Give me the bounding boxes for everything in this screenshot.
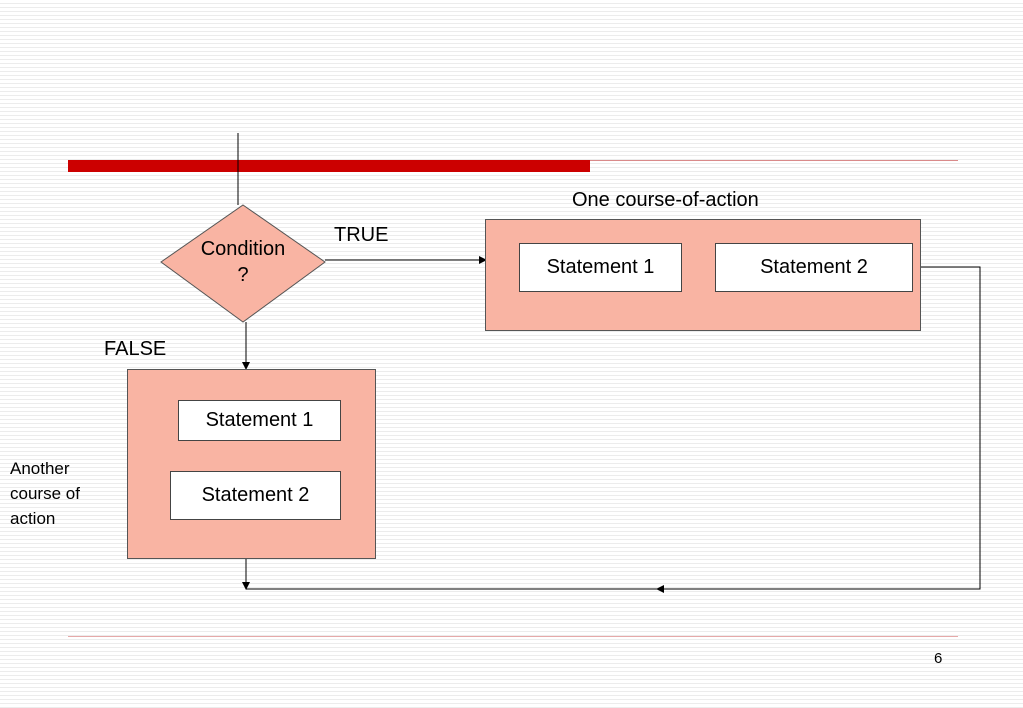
false-label: FALSE [104, 338, 167, 360]
false-statement-1: Statement 1 [178, 400, 341, 441]
false-caption-line2: course of [10, 484, 80, 503]
false-caption-line1: Another [10, 459, 70, 478]
top-divider-line [590, 160, 958, 161]
title-accent-bar [68, 160, 590, 172]
false-branch-caption: Another course of action [10, 456, 80, 531]
false-branch-box [127, 369, 376, 559]
condition-label: Condition ? [163, 236, 323, 288]
true-return-line [900, 266, 981, 590]
condition-label-line1: Condition [200, 238, 286, 260]
true-statement-1: Statement 1 [519, 243, 682, 292]
page-number: 6 [934, 650, 943, 667]
condition-diamond [160, 204, 326, 323]
true-branch-caption: One course-of-action [572, 189, 759, 211]
true-label: TRUE [334, 224, 389, 246]
condition-label-line2: ? [237, 264, 249, 286]
false-caption-line3: action [10, 509, 56, 528]
bottom-divider-line [68, 636, 958, 637]
false-statement-2: Statement 2 [170, 471, 341, 520]
true-statement-2: Statement 2 [715, 243, 913, 292]
